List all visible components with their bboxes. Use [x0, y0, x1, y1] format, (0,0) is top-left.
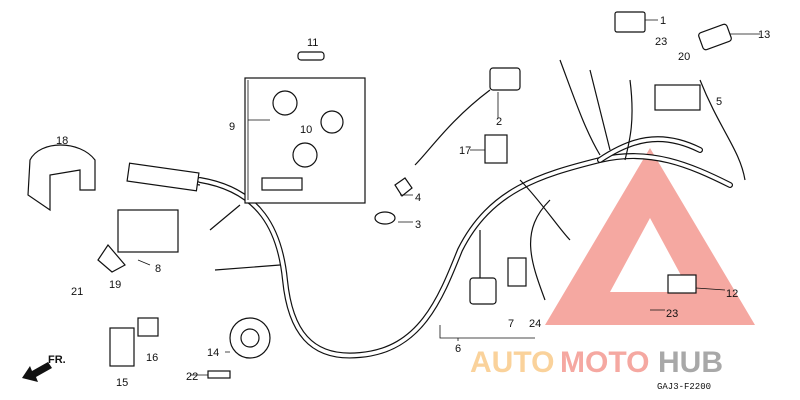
front-direction-arrow: FR.: [22, 354, 66, 382]
callout-5: 5: [716, 96, 722, 108]
diagram-code: GAJ3-F2200: [657, 382, 711, 392]
callout-10: 10: [300, 124, 312, 136]
part-12-sensor: [667, 274, 697, 294]
callout-21: 21: [71, 286, 83, 298]
callout-7: 7: [508, 318, 514, 330]
watermark-moto: MOTO: [560, 346, 649, 379]
callout-16: 16: [146, 352, 158, 364]
callout-17: 17: [459, 145, 471, 157]
leader-lines: [137, 19, 760, 376]
part-15-unit: [109, 327, 135, 367]
callout-18: 18: [56, 135, 68, 147]
callout-4: 4: [415, 192, 421, 204]
callout-2: 2: [496, 116, 502, 128]
callout-14: 14: [207, 347, 219, 359]
connector: [261, 177, 303, 191]
part-13-sensor: [698, 23, 732, 51]
part-16-unit: [137, 317, 159, 337]
connector-block: [126, 162, 200, 192]
part-22-bolt: [207, 370, 231, 379]
part-6-harness-connector: [469, 277, 497, 305]
front-label: FR.: [48, 354, 66, 366]
part-5-regulator: [654, 84, 701, 111]
part-2-switch: [489, 67, 521, 91]
lock-cylinder: [320, 110, 344, 134]
watermark-hub: HUB: [658, 346, 723, 379]
callout-9: 9: [229, 121, 235, 133]
callout-11: 11: [307, 37, 318, 49]
callout-6: 6: [455, 343, 461, 355]
part-11-key: [297, 51, 325, 61]
part-7-connector: [507, 257, 527, 287]
part-19-bracket: [97, 244, 126, 273]
part-1-relay: [614, 11, 646, 33]
part-3-grommet: [374, 211, 396, 225]
part-17-relay: [484, 134, 508, 164]
callout-24: 24: [529, 318, 541, 330]
part-4-cap: [394, 177, 413, 197]
callout-labels: 1 2 3 4 5 6 7 8 9 10 11 12 13 14 15 16 1…: [56, 15, 770, 389]
callout-3: 3: [415, 219, 421, 231]
arrow-icon: [22, 362, 52, 382]
callout-23-top: 23: [655, 36, 667, 48]
part-18-cover: [27, 144, 96, 212]
horn-center: [240, 328, 260, 348]
callout-23-bottom: 23: [666, 308, 678, 320]
callout-19: 19: [109, 279, 121, 291]
watermark-triangle: [545, 148, 755, 325]
watermark-auto: AUTO: [470, 346, 554, 379]
callout-15: 15: [116, 377, 128, 389]
lock-cylinder: [292, 142, 318, 168]
callout-1: 1: [660, 15, 666, 27]
callout-13: 13: [758, 29, 770, 41]
callout-12: 12: [726, 288, 738, 300]
callout-20: 20: [678, 51, 690, 63]
part-8-cdi: [117, 209, 179, 253]
callout-8: 8: [155, 263, 161, 275]
automotohub-watermark: AUTO MOTO HUB: [470, 148, 755, 379]
part-10-ignition: [272, 90, 298, 116]
callout-22: 22: [186, 371, 198, 383]
